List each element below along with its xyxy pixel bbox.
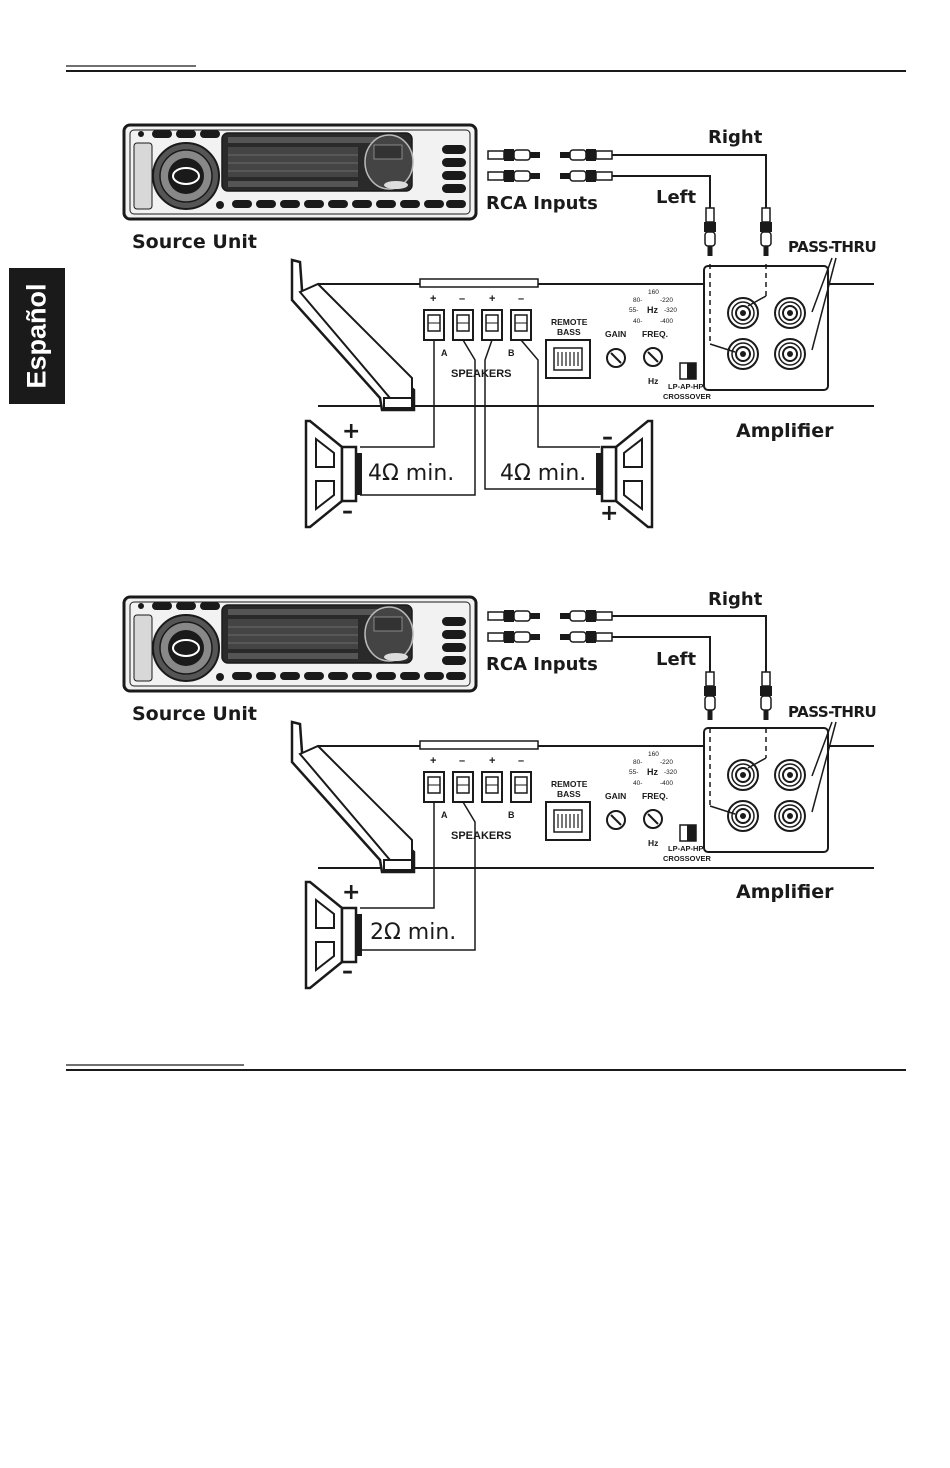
svg-text:40-: 40-	[633, 318, 642, 325]
pass-thru-label: PASS-THRU	[788, 238, 876, 256]
right-cable	[612, 154, 767, 208]
speakers-label: SPEAKERS	[451, 368, 512, 380]
svg-text:-400: -400	[660, 780, 673, 787]
svg-text:80-: 80-	[633, 297, 642, 304]
rca-inputs-label-2: RCA Inputs	[486, 654, 598, 675]
speaker-right-impedance: 4Ω min.	[500, 461, 586, 486]
amplifier-label: Amplifier	[736, 420, 834, 442]
svg-text:CROSSOVER: CROSSOVER	[663, 392, 712, 401]
rca-plug-right-in	[559, 148, 613, 162]
svg-text:–: –	[518, 755, 524, 767]
source-unit-head-unit-2	[122, 595, 478, 693]
svg-text:–: –	[459, 755, 465, 767]
speaker-terminals-2: + – + – A B SPEAKERS	[423, 755, 532, 842]
svg-text:160: 160	[648, 289, 659, 296]
source-unit-label-2: Source Unit	[132, 703, 257, 725]
left-cable	[612, 175, 711, 208]
svg-text:–: –	[342, 959, 353, 984]
svg-text:-400: -400	[660, 318, 673, 325]
rca-plug-left-in	[559, 169, 613, 183]
rca-vertical-left	[703, 207, 717, 257]
amplifier-label-2: Amplifier	[736, 881, 834, 903]
svg-text:55-: 55-	[629, 307, 638, 314]
svg-text:BASS: BASS	[557, 789, 581, 799]
right-label: Right	[708, 127, 763, 148]
svg-text:Hz: Hz	[647, 767, 658, 777]
svg-text:FREQ.: FREQ.	[642, 791, 668, 801]
diagram-1: Source Unit RCA Inputs Right Left + – +	[122, 123, 877, 529]
svg-text:80-: 80-	[633, 759, 642, 766]
left-label-2: Left	[656, 649, 697, 670]
rca-plug-left-out	[487, 169, 541, 183]
source-unit-head-unit	[122, 123, 478, 221]
svg-text:–: –	[602, 425, 613, 450]
svg-text:GAIN: GAIN	[605, 791, 626, 801]
speaker-bridged-impedance: 2Ω min.	[370, 920, 456, 945]
svg-text:–: –	[518, 293, 524, 305]
svg-text:CROSSOVER: CROSSOVER	[663, 854, 712, 863]
svg-text:Hz: Hz	[648, 838, 658, 848]
svg-text:BASS: BASS	[557, 327, 581, 337]
svg-text:160: 160	[648, 751, 659, 758]
source-unit-label: Source Unit	[132, 231, 257, 253]
svg-text:REMOTE: REMOTE	[551, 317, 588, 327]
svg-text:55-: 55-	[629, 769, 638, 776]
speaker-left-impedance: 4Ω min.	[368, 461, 454, 486]
svg-text:A: A	[441, 810, 448, 820]
pass-thru-label-2: PASS-THRU	[788, 703, 876, 721]
rca-vertical-right	[759, 207, 773, 257]
svg-text:-320: -320	[664, 769, 677, 776]
speaker-terminals: + – + – A B SPEAKERS	[423, 293, 532, 380]
svg-text:-320: -320	[664, 307, 677, 314]
svg-text:-220: -220	[660, 759, 673, 766]
svg-text:B: B	[508, 810, 515, 820]
svg-text:+: +	[430, 293, 436, 305]
svg-text:LP-AP-HP: LP-AP-HP	[668, 382, 703, 391]
language-tab: Español	[9, 268, 65, 404]
svg-text:Hz: Hz	[648, 376, 658, 386]
right-label-2: Right	[708, 589, 763, 610]
rca-inputs-label: RCA Inputs	[486, 193, 598, 214]
svg-text:+: +	[342, 419, 360, 444]
svg-text:+: +	[600, 501, 618, 526]
svg-text:-220: -220	[660, 297, 673, 304]
svg-text:Hz: Hz	[647, 305, 658, 315]
svg-text:+: +	[489, 755, 495, 767]
svg-text:FREQ.: FREQ.	[642, 329, 668, 339]
rca-plug-right-out	[487, 148, 541, 162]
left-label: Left	[656, 187, 697, 208]
svg-text:REMOTE: REMOTE	[551, 779, 588, 789]
svg-text:B: B	[508, 348, 515, 358]
diagram-2: Source Unit RCA Inputs Right Left + – + …	[122, 589, 877, 990]
svg-text:+: +	[342, 880, 360, 905]
svg-text:GAIN: GAIN	[605, 329, 626, 339]
svg-text:+: +	[489, 293, 495, 305]
svg-text:LP-AP-HP: LP-AP-HP	[668, 844, 703, 853]
svg-text:–: –	[342, 499, 353, 524]
svg-text:SPEAKERS: SPEAKERS	[451, 830, 512, 842]
svg-text:40-: 40-	[633, 780, 642, 787]
svg-text:+: +	[430, 755, 436, 767]
svg-text:–: –	[459, 293, 465, 305]
svg-text:A: A	[441, 348, 448, 358]
